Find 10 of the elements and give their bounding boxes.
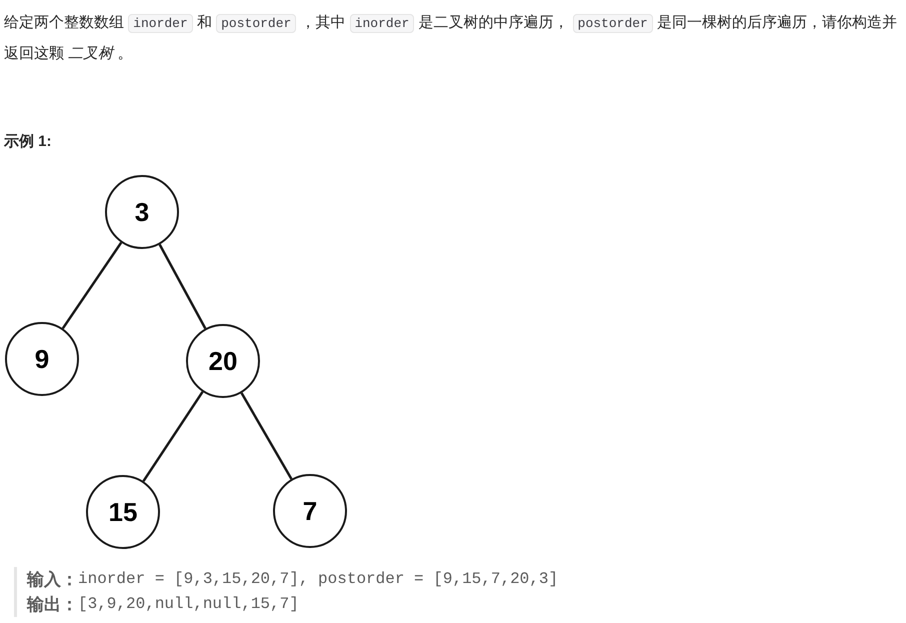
output-value: [3,9,20,null,null,15,7] xyxy=(78,594,299,615)
output-label: 输出： xyxy=(27,594,78,616)
tree-edge xyxy=(62,242,122,330)
problem-description: 给定两个整数数组 inorder 和 postorder ，其中 inorder 是二叉树的中序遍历， postorder 是同一棵树的后序遍历，请你构造并返回这颗 二叉树 。 xyxy=(4,13,898,64)
tree-edge xyxy=(142,391,204,482)
input-label: 输入： xyxy=(27,569,78,591)
tree-edge xyxy=(240,392,293,480)
example-heading: 示例 1: xyxy=(4,132,52,152)
input-value: inorder = [9,3,15,20,7], postorder = [9,15,7,20,3] xyxy=(78,569,558,590)
tree-edge xyxy=(158,244,206,330)
